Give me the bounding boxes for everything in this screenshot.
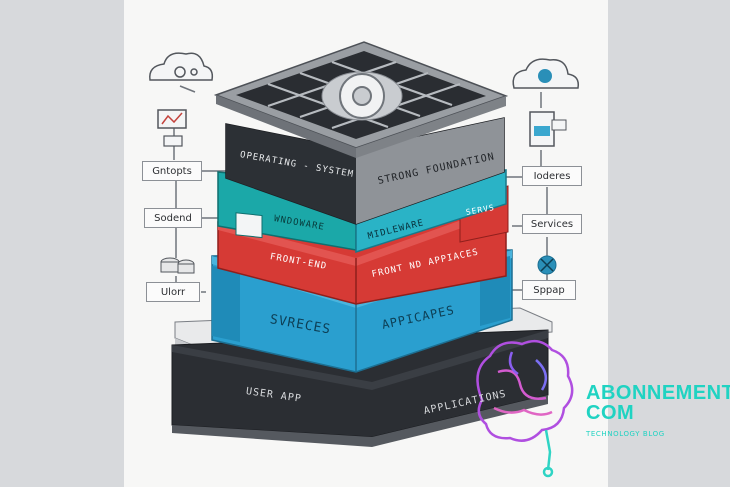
watermark-brand: ABONNEMENT COM (586, 383, 730, 423)
right-label-2: Services (522, 214, 582, 234)
database-icon (160, 257, 195, 274)
cloud-icon (512, 58, 580, 89)
watermark-name-line2: COM (586, 402, 635, 424)
brain-logo-icon (476, 339, 574, 478)
right-connectors (502, 92, 548, 291)
watermark-name-line1: ABONNEMENT (586, 382, 730, 404)
left-label-1: Gntopts (142, 161, 202, 181)
left-margin (0, 0, 124, 487)
grid-lid (213, 41, 509, 158)
right-label-3: Sppap (522, 280, 576, 300)
left-label-3: Ulorr (146, 282, 200, 302)
monitor-icon (157, 109, 187, 147)
watermark-tagline: TECHNOLOGY BLOG (586, 430, 665, 438)
server-document-icon (529, 111, 567, 147)
compass-icon (537, 255, 557, 275)
left-label-2: Sodend (144, 208, 202, 228)
right-margin (608, 0, 730, 487)
right-label-1: Ioderes (522, 166, 582, 186)
cloud-gear-icon (149, 52, 214, 81)
